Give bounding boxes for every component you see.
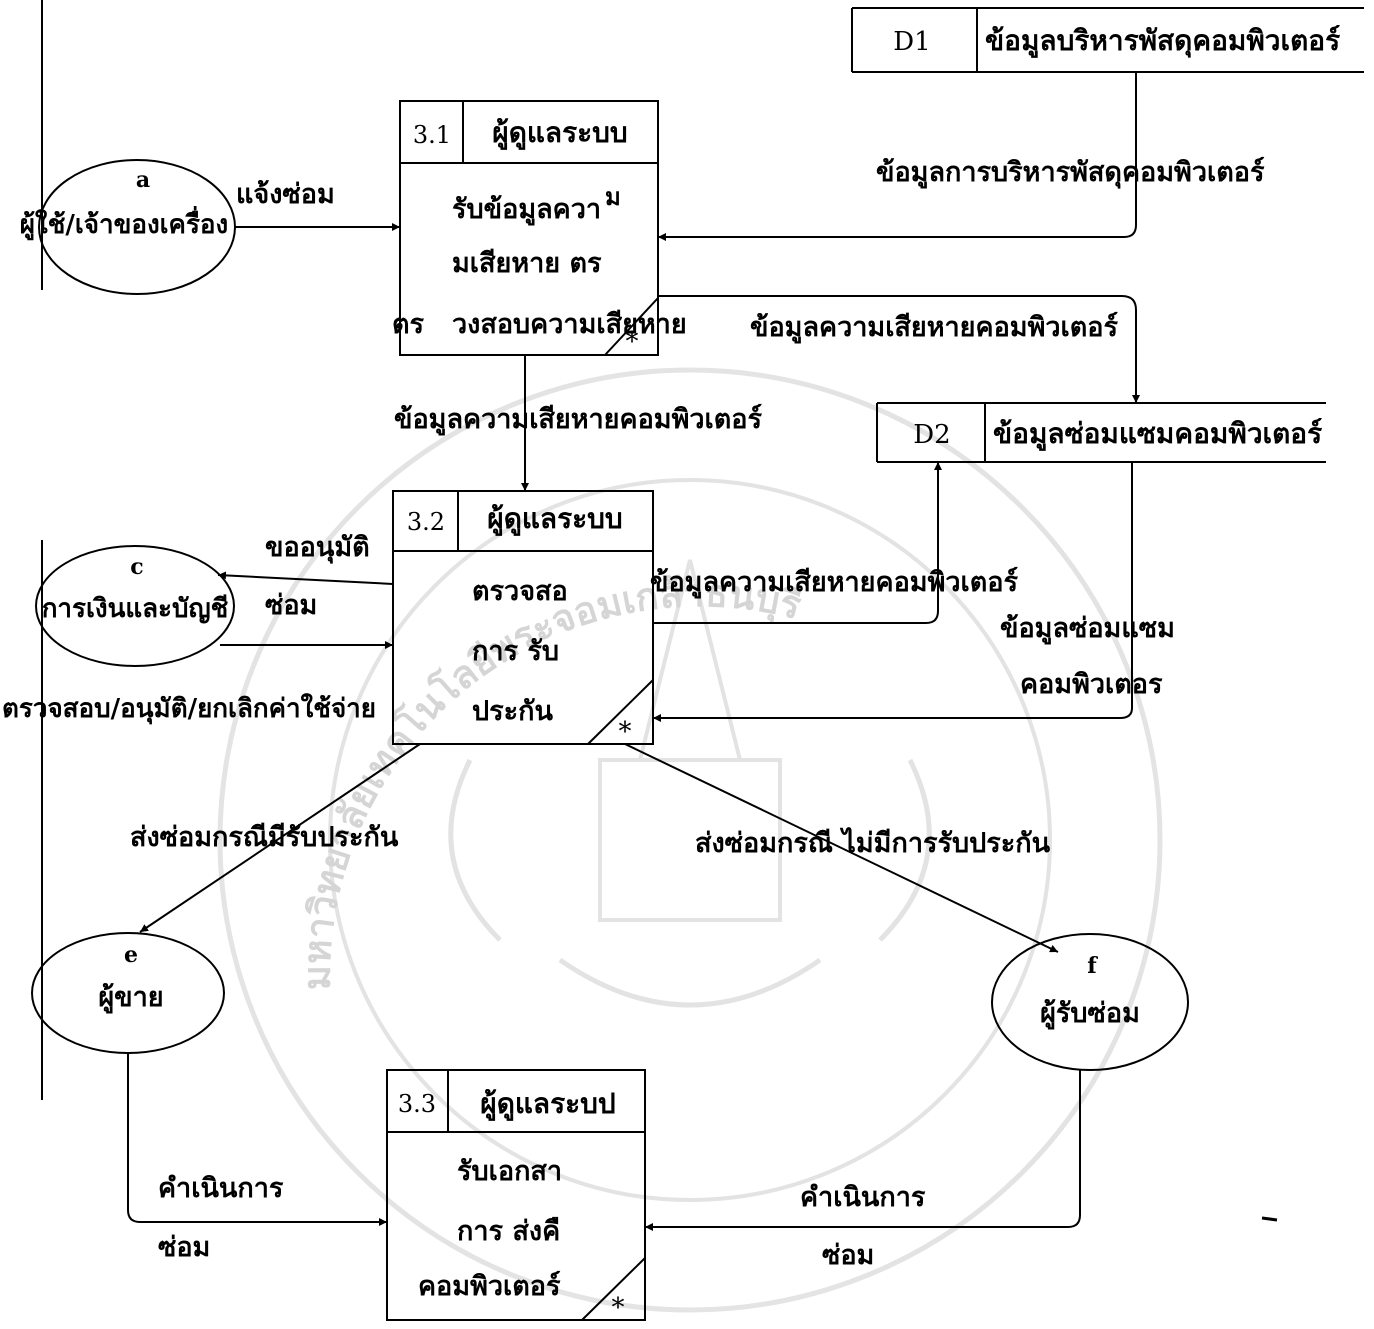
flow-label-3-2-to-f: ส่งซ่อมกรณี ไม่มีการรับประกัน bbox=[695, 827, 1051, 859]
process-3-1-star-icon: * bbox=[626, 327, 639, 357]
entity-c: c การเงินและบัญชี bbox=[35, 545, 235, 667]
entity-c-name: การเงินและบัญชี bbox=[42, 594, 229, 624]
flow-d1-to-3-1 bbox=[658, 72, 1137, 241]
flow-label-3-2-to-e: ส่งซ่อมกรณีมีรับประกัน bbox=[130, 822, 399, 853]
process-3-2-line-3: ประกัน bbox=[472, 696, 553, 727]
flow-label-3-2-to-c-line-2: ซ่อม bbox=[265, 590, 317, 621]
entity-c-code: c bbox=[130, 554, 143, 580]
flow-label-3-2-to-c-line-1: ขออนุมัติ bbox=[265, 532, 370, 564]
flow-label-e-to-3-3-line-2: ซ่อม bbox=[158, 1232, 210, 1263]
store-d2-id: D2 bbox=[913, 420, 950, 450]
process-3-3: 3.3 ผู้ดูแลระบป รับเอกสา การ ส่งคื คอมพิ… bbox=[386, 1069, 646, 1323]
entity-e-code: e bbox=[124, 942, 138, 968]
store-d2-name: ข้อมูลซ่อมแซมคอมพิวเตอร์ bbox=[993, 417, 1322, 451]
process-3-2-id: 3.2 bbox=[407, 508, 445, 536]
flow-e-to-3-3 bbox=[127, 1053, 387, 1226]
process-3-3-star-icon: * bbox=[612, 1293, 625, 1323]
entity-a-name: ผู้ใช้/เจ้าของเครื่อง bbox=[20, 205, 228, 241]
entity-a: a ผู้ใช้/เจ้าของเครื่อง bbox=[20, 159, 236, 295]
flow-label-f-to-3-3-line-2: ซ่อม bbox=[822, 1240, 874, 1271]
flow-label-d1-to-3-1: ข้อมูลการบริหารพัสดุคอมพิวเตอร์ bbox=[876, 156, 1265, 189]
process-3-3-id: 3.3 bbox=[398, 1090, 436, 1118]
process-3-1-line-1-tail: ม bbox=[605, 182, 621, 211]
flow-3-2-to-e bbox=[139, 743, 421, 933]
flow-3-2-to-c bbox=[217, 571, 394, 585]
data-store-d2: D2 ข้อมูลซ่อมแซมคอมพิวเตอร์ bbox=[876, 402, 1326, 463]
flow-label-f-to-3-3-line-1: คำเนินการ bbox=[800, 1182, 926, 1213]
entity-f-name: ผู้รับซ่อม bbox=[1040, 998, 1140, 1030]
entity-f-code: f bbox=[1087, 953, 1098, 979]
entity-e: e ผู้ขาย bbox=[31, 932, 225, 1054]
process-3-2-line-1: ตรวจสอ bbox=[472, 576, 568, 607]
process-3-1-line-3: วงสอบความเสียหาย bbox=[452, 309, 687, 340]
entity-f: f ผู้รับซ่อม bbox=[991, 933, 1189, 1071]
flow-label-3-1-to-d2: ข้อมูลความเสียหายคอมพิวเตอร์ bbox=[750, 311, 1119, 344]
watermark-arc-text: มหาวิทยาลัยเทคโนโลยีพระจอมเกล้าธนบุรี bbox=[294, 570, 807, 990]
flow-label-c-to-3-2: ตรวจสอบ/อนุมัติ/ยกเลิกค่าใช้จ่าย bbox=[2, 693, 376, 725]
flow-label-3-2-to-d2: ข้อมูลความเสียหายคอมพิวเตอร์ bbox=[650, 566, 1019, 599]
flow-f-to-3-3 bbox=[645, 1070, 1081, 1231]
process-3-3-line-2: การ ส่งคื bbox=[457, 1216, 560, 1247]
flow-3-2-to-d2 bbox=[653, 462, 942, 624]
process-3-3-owner: ผู้ดูแลระบป bbox=[480, 1087, 615, 1121]
process-3-3-line-3: คอมพิวเตอร์ bbox=[418, 1270, 561, 1302]
process-3-1-line-2: มเสียหาย ตร bbox=[452, 248, 602, 279]
process-3-2: 3.2 ผู้ดูแลระบบ ตรวจสอ การ รับ ประกัน * bbox=[392, 490, 654, 747]
process-3-1-line-1: รับข้อมูลควา bbox=[452, 194, 601, 226]
store-d1-id: D1 bbox=[893, 27, 930, 57]
flow-label-e-to-3-3-line-1: คำเนินการ bbox=[158, 1173, 284, 1204]
process-3-2-owner: ผู้ดูแลระบบ bbox=[487, 502, 622, 536]
process-3-1: 3.1 ผู้ดูแลระบบ รับข้อมูลควา ม มเสียหาย … bbox=[392, 100, 687, 357]
data-store-d1: D1 ข้อมูลบริหารพัสดุคอมพิวเตอร์ bbox=[851, 7, 1364, 73]
process-3-1-id: 3.1 bbox=[413, 121, 451, 149]
entity-a-code: a bbox=[136, 167, 150, 193]
process-3-1-owner: ผู้ดูแลระบบ bbox=[492, 116, 627, 150]
process-3-1-left-fragment: ตร bbox=[392, 309, 425, 340]
process-3-2-star-icon: * bbox=[619, 717, 632, 747]
flow-3-1-to-d2 bbox=[658, 295, 1140, 403]
flow-label-d2-to-3-2-line-1: ข้อมูลซ่อมแซม bbox=[1000, 613, 1175, 645]
flow-label-3-1-to-3-2: ข้อมูลความเสียหายคอมพิวเตอร์ bbox=[394, 403, 763, 436]
flow-3-2-to-f bbox=[624, 743, 1059, 953]
entity-e-name: ผู้ขาย bbox=[98, 982, 163, 1014]
process-3-2-line-2: การ รับ bbox=[472, 636, 559, 667]
process-3-3-line-1: รับเอกสา bbox=[457, 1156, 562, 1187]
flow-label-d2-to-3-2-line-2: คอมพิวเตอร bbox=[1020, 669, 1163, 700]
stray-mark bbox=[1261, 1216, 1278, 1222]
flow-d2-to-3-2 bbox=[653, 462, 1133, 722]
store-d1-name: ข้อมูลบริหารพัสดุคอมพิวเตอร์ bbox=[985, 24, 1340, 58]
flow-label-a-to-3-1: แจ้งซ่อม bbox=[236, 179, 335, 210]
